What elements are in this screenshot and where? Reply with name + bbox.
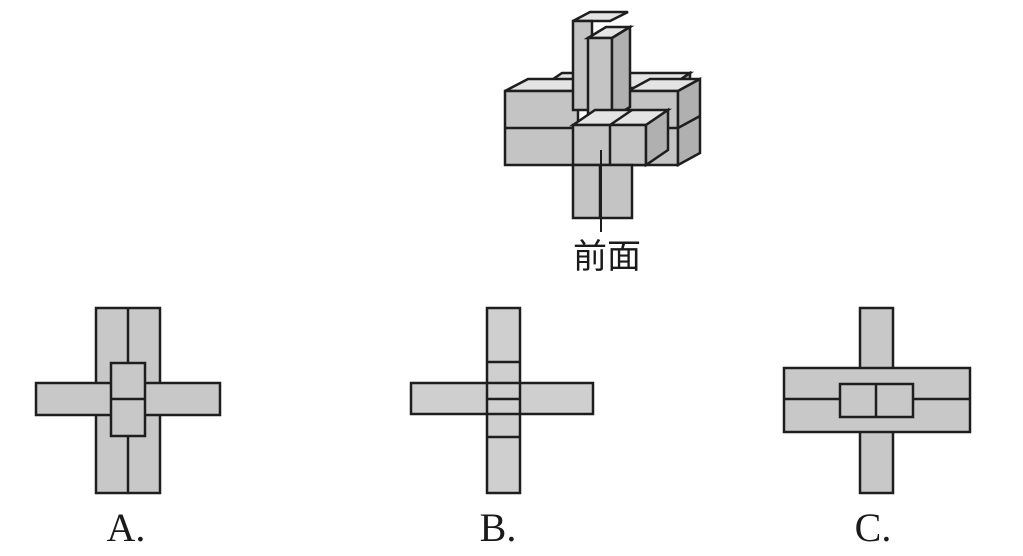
tall-column-side-face	[610, 24, 632, 121]
lower-column-front-face	[571, 163, 634, 220]
option-b-view	[409, 306, 595, 495]
back-column-top-face	[572, 10, 629, 23]
front-label: 前面	[573, 237, 641, 277]
right-bar-side-mid-edge	[677, 114, 701, 130]
option-b-label: B.	[480, 505, 517, 550]
front-cube-top-divider	[609, 108, 633, 127]
option-c-view	[782, 306, 972, 495]
three-d-solid	[503, 10, 702, 232]
option-a-label: A.	[107, 505, 146, 550]
front-cube-side-face	[644, 107, 670, 168]
option-a-view	[34, 306, 222, 495]
tall-column-front-face	[586, 36, 614, 120]
option-c-label: C.	[855, 505, 892, 550]
